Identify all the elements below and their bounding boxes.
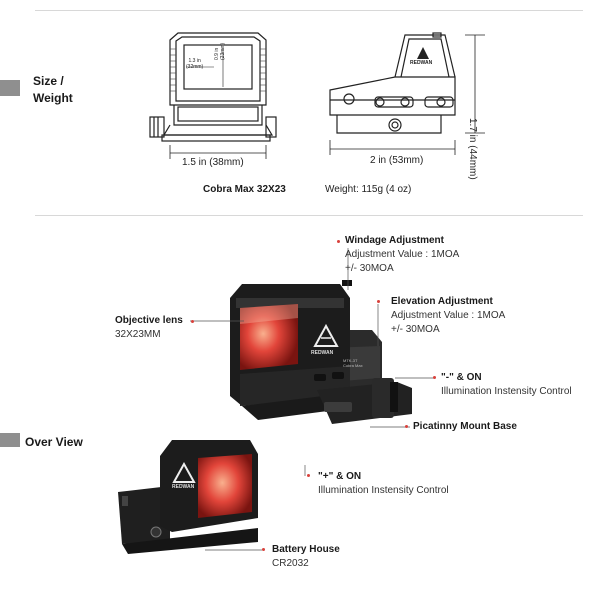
weight-value: Weight: 115g (4 oz) [325, 184, 412, 195]
sight-rear-illustration [118, 440, 258, 554]
plus-title: "+" & ON [318, 471, 362, 482]
window-width-label: 1.3 in (32mm) [186, 58, 204, 70]
elevation-value: Adjustment Value : 1MOA [391, 310, 506, 321]
plus-desc: Illumination Instensity Control [318, 485, 449, 496]
main-logo-text: REDWAN [311, 350, 334, 356]
model-name: Cobra Max 32X23 [203, 184, 286, 195]
section-divider [35, 215, 583, 216]
picatinny-marker [405, 425, 408, 428]
battery-title: Battery House [272, 544, 340, 555]
objective-size: 32X23MM [115, 329, 161, 340]
section-tab-size [0, 80, 20, 96]
plus-marker [307, 474, 310, 477]
side-logo-text: REDWAN [410, 60, 433, 66]
side-width-dimension: 2 in (53mm) [370, 155, 424, 166]
elevation-marker [377, 300, 380, 303]
section-title-size-weight: Size / Weight [33, 74, 73, 105]
battery-marker [262, 548, 265, 551]
minus-marker [433, 376, 436, 379]
picatinny-title: Picatinny Mount Base [413, 421, 517, 432]
sight-main-illustration [230, 280, 412, 424]
minus-title: "-" & ON [441, 372, 482, 383]
front-view-drawing [149, 32, 277, 159]
top-divider [35, 10, 583, 11]
minus-desc: Illumination Instensity Control [441, 386, 572, 397]
windage-value: Adjustment Value : 1MOA [345, 249, 460, 260]
objective-title: Objective lens [115, 315, 183, 326]
windage-marker [337, 240, 340, 243]
front-width-dimension: 1.5 in (38mm) [182, 157, 244, 168]
elevation-range: +/- 30MOA [391, 324, 440, 335]
section-title-over-view: Over View [25, 435, 83, 449]
main-model-mark: MTK-3T Cobra Max [343, 358, 363, 368]
battery-type: CR2032 [272, 558, 309, 569]
side-view-drawing [329, 32, 485, 155]
windage-title: Windage Adjustment [345, 235, 444, 246]
windage-range: +/- 30MOA [345, 263, 394, 274]
rear-logo-text: REDWAN [172, 484, 195, 490]
objective-marker [191, 320, 194, 323]
elevation-title: Elevation Adjustment [391, 296, 493, 307]
section-tab-overview [0, 433, 20, 447]
